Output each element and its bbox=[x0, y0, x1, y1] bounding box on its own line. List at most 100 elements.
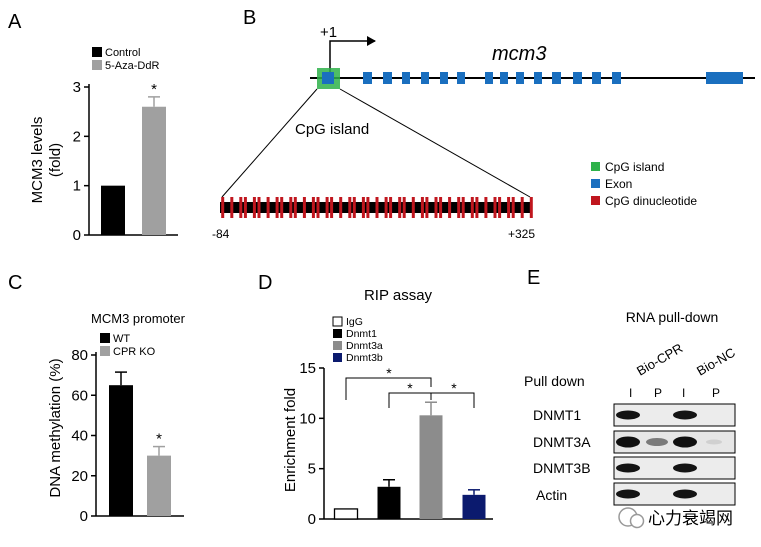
panel-d-bar-2 bbox=[419, 415, 443, 519]
panel-d-ytick-label-3: 15 bbox=[299, 360, 316, 377]
cpg-dinucleotide-37 bbox=[484, 197, 488, 218]
cpg-dinucleotide-38 bbox=[493, 197, 497, 218]
first-exon bbox=[322, 72, 334, 84]
lane-label-2: P bbox=[654, 386, 662, 400]
panel-e-title: RNA pull-down bbox=[626, 309, 719, 325]
lane-label-1: I bbox=[629, 386, 632, 400]
band-dnmt3a-lane3 bbox=[673, 436, 697, 448]
legend-swatch-exon bbox=[591, 179, 600, 188]
cpg-dinucleotide-14 bbox=[316, 197, 320, 218]
panel-c-ytick-label-2: 40 bbox=[71, 428, 88, 445]
wechat-logo-icon-small bbox=[629, 513, 645, 529]
cpg-dinucleotide-39 bbox=[498, 197, 502, 218]
row-label-dnmt1: DNMT1 bbox=[533, 407, 581, 423]
legend-swatch-cpg-dinucleotide bbox=[591, 196, 600, 205]
cpg-dinucleotide-34 bbox=[461, 197, 465, 218]
sig-star-dnmt1-dnmt3a: * bbox=[407, 380, 413, 396]
panel-d-title: RIP assay bbox=[364, 287, 433, 304]
sig-star-igg-dnmt3a: * bbox=[386, 365, 392, 381]
band-dnmt3a-lane2 bbox=[646, 438, 668, 446]
cpg-dinucleotide-27 bbox=[411, 197, 415, 218]
legend-swatch-dnmt3b bbox=[333, 353, 342, 362]
cpg-dinucleotide-16 bbox=[330, 197, 334, 218]
cpg-dinucleotide-28 bbox=[420, 197, 424, 218]
cpg-dinucleotide-24 bbox=[389, 197, 393, 218]
legend-label-igg: IgG bbox=[346, 316, 363, 328]
lane-label-3: I bbox=[682, 386, 685, 400]
legend-swatch-5-aza bbox=[92, 60, 102, 70]
band-dnmt3b-lane1 bbox=[616, 463, 640, 473]
legend-swatch-cpg-island bbox=[591, 162, 600, 171]
panel-c-ytick-label-4: 80 bbox=[71, 347, 88, 364]
band-dnmt3a-lane1 bbox=[616, 436, 640, 448]
cpg-dinucleotide-5 bbox=[252, 197, 256, 218]
cpg-dinucleotide-3 bbox=[239, 197, 243, 218]
panel-a-bars: * bbox=[101, 81, 166, 235]
cpg-island-label: CpG island bbox=[295, 121, 369, 138]
cpg-dinucleotide-41 bbox=[511, 197, 515, 218]
band-actin-lane3 bbox=[673, 489, 697, 499]
cpg-dinucleotide-20 bbox=[361, 197, 365, 218]
cpg-dinucleotide-8 bbox=[275, 197, 279, 218]
exon-3 bbox=[402, 72, 410, 84]
panel-a-ylabel-line2: (fold) bbox=[47, 143, 64, 177]
cpg-dinucleotide-17 bbox=[339, 197, 343, 218]
cpg-dinucleotide-6 bbox=[257, 197, 261, 218]
tss-arrowhead bbox=[367, 36, 376, 46]
cpg-dinucleotide-31 bbox=[439, 197, 443, 218]
panel-c-title: MCM3 promoter bbox=[91, 311, 186, 326]
cpg-dinucleotide-43 bbox=[529, 197, 533, 218]
panel-b: B +1 mcm3 CpG island -84 +325 CpG island… bbox=[212, 7, 755, 241]
legend-swatch-igg bbox=[332, 316, 343, 327]
panel-a-ytick-label-1: 1 bbox=[73, 178, 81, 195]
band-actin-lane1 bbox=[616, 489, 640, 499]
cpg-dinucleotide-11 bbox=[293, 197, 297, 218]
panel-a-letter: A bbox=[8, 11, 22, 33]
cpg-dinucleotide-15 bbox=[325, 197, 329, 218]
legend-label-dnmt1: Dnmt1 bbox=[346, 328, 377, 340]
exon-10 bbox=[534, 72, 542, 84]
legend-label-cpr-ko: CPR KO bbox=[113, 346, 156, 358]
exon-7 bbox=[485, 72, 493, 84]
exon-6 bbox=[457, 72, 465, 84]
panel-d-legend: IgG Dnmt1 Dnmt3a Dnmt3b bbox=[332, 316, 383, 364]
pull-down-label: Pull down bbox=[524, 373, 585, 389]
tss-label: +1 bbox=[320, 24, 337, 41]
cpg-dinucleotide-42 bbox=[520, 197, 524, 218]
exon-8 bbox=[500, 72, 508, 84]
panel-a: A Control 5-Aza-DdR MCM3 levels (fold) 0… bbox=[8, 11, 178, 244]
panel-c-ytick-label-0: 0 bbox=[80, 508, 88, 525]
panel-d: D RIP assay IgG Dnmt1 Dnmt3a Dnmt3b Enri… bbox=[258, 272, 493, 528]
exon-14 bbox=[612, 72, 621, 84]
cpg-dinucleotide-13 bbox=[311, 197, 315, 218]
panel-d-ytick-label-0: 0 bbox=[308, 511, 316, 528]
exon-track bbox=[363, 72, 743, 84]
panel-a-bar-0 bbox=[101, 185, 125, 235]
panel-e: E RNA pull-down Pull down Bio-CPR Bio-NC… bbox=[524, 267, 738, 506]
panel-a-bar-1 bbox=[142, 106, 166, 235]
panel-e-letter: E bbox=[527, 267, 540, 289]
legend-swatch-control bbox=[92, 47, 102, 57]
panel-b-letter: B bbox=[243, 7, 256, 29]
group-label-bio-nc: Bio-NC bbox=[694, 345, 738, 379]
band-dnmt3a-lane4 bbox=[706, 439, 722, 445]
cpg-dinucleotide-19 bbox=[352, 197, 356, 218]
panel-d-bar-3 bbox=[462, 494, 486, 519]
cpg-dinucleotide-1 bbox=[221, 197, 225, 218]
panel-d-bar-1 bbox=[377, 486, 401, 519]
zoom-line-right bbox=[339, 88, 531, 198]
panel-a-ytick-label-3: 3 bbox=[73, 79, 81, 96]
cpg-dinucleotide-26 bbox=[402, 197, 406, 218]
legend-swatch-wt bbox=[100, 333, 110, 343]
cpg-dinucleotide-21 bbox=[366, 197, 370, 218]
panel-d-bars bbox=[333, 401, 486, 520]
panel-d-bar-0 bbox=[333, 508, 359, 520]
panel-c-ytick-label-1: 20 bbox=[71, 468, 88, 485]
cpg-dinucleotide-25 bbox=[398, 197, 402, 218]
panel-c-letter: C bbox=[8, 272, 22, 294]
band-dnmt1-lane1 bbox=[616, 410, 640, 420]
cpg-dinucleotide-29 bbox=[425, 197, 429, 218]
panel-c-bar-0 bbox=[109, 385, 133, 516]
